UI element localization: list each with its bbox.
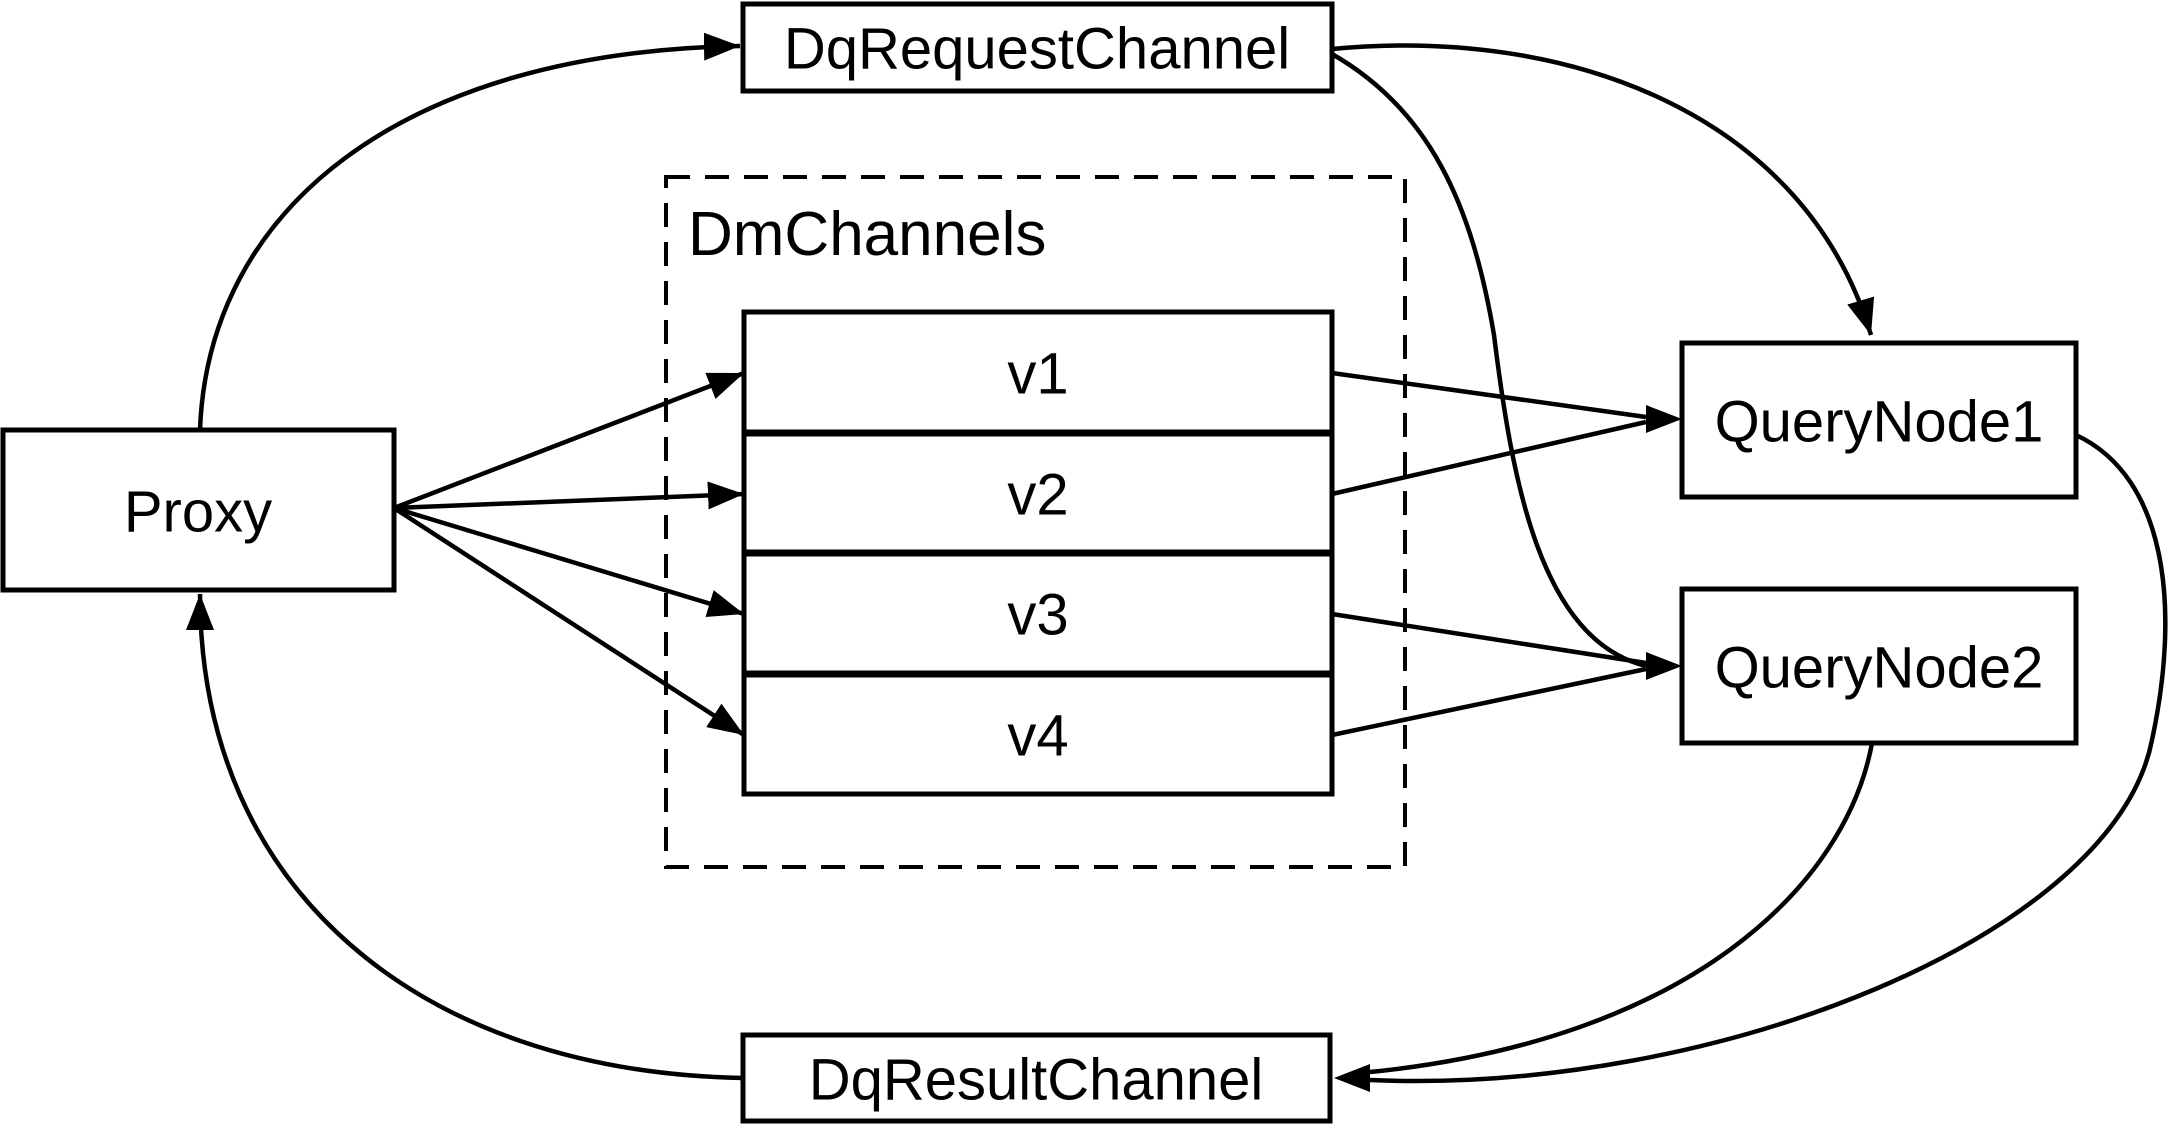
- proxy-box: [0, 427, 397, 593]
- dqrequestchannel-box: [740, 1, 1335, 94]
- node-dqrequestchannel: DqRequestChannel: [740, 1, 1335, 94]
- edge-v4-to-querynode2: [1331, 666, 1647, 738]
- querynode1-box: [1679, 340, 2079, 500]
- edges: [186, 32, 2168, 1092]
- channel-row-v4-label: v4: [1007, 703, 1068, 768]
- dmchannels-container: DmChannels: [664, 175, 1407, 869]
- channel-row-v3-label: v3: [1007, 582, 1068, 647]
- dmchannels-label: DmChannels: [688, 200, 1046, 269]
- node-dqresultchannel: DqResultChannel: [740, 1032, 1333, 1124]
- edge-dqrequestchannel-to-querynode1: [1331, 43, 1875, 336]
- arrowhead-querynode2-left: [1646, 652, 1682, 680]
- edge-proxy-to-v1: [393, 370, 745, 511]
- edge-querynode1-to-dqresultchannel: [1369, 432, 2168, 1084]
- arrowhead-dqresultchannel-right: [1334, 1064, 1370, 1092]
- channel-row-v2-label: v2: [1007, 462, 1068, 527]
- edge-proxy-to-v4: [392, 506, 746, 737]
- edge-v1-to-querynode1: [1331, 370, 1647, 420]
- dqresultchannel-label: DqResultChannel: [809, 1047, 1264, 1112]
- edge-v2-to-querynode1: [1331, 419, 1647, 497]
- dmchannels-border: [664, 175, 1407, 869]
- proxy-label: Proxy: [124, 479, 272, 544]
- edge-v3-to-querynode2: [1331, 611, 1647, 666]
- dqresultchannel-box: [740, 1032, 1333, 1124]
- querynode2-label: QueryNode2: [1715, 635, 2044, 700]
- node-querynode1: QueryNode1: [1679, 340, 2079, 500]
- edge-proxy-to-v3: [393, 505, 745, 617]
- edge-proxy-to-dqrequestchannel: [197, 32, 741, 431]
- node-proxy: Proxy: [0, 427, 397, 593]
- querynode2-box: [1679, 586, 2079, 746]
- edge-dqrequestchannel-to-querynode2: [1330, 52, 1647, 669]
- dqrequestchannel-label: DqRequestChannel: [784, 16, 1290, 81]
- edge-proxy-to-v2: [393, 481, 745, 511]
- channel-row-v1-label: v1: [1007, 341, 1068, 406]
- arrowhead-querynode1-left: [1646, 405, 1682, 433]
- node-querynode2: QueryNode2: [1679, 586, 2079, 746]
- querynode1-label: QueryNode1: [1715, 389, 2044, 454]
- edge-querynode2-to-dqresultchannel: [1369, 742, 1875, 1075]
- dmchannels-table: v1 v2 v3 v4: [741, 309, 1335, 797]
- edge-dqresultchannel-to-proxy: [186, 593, 744, 1081]
